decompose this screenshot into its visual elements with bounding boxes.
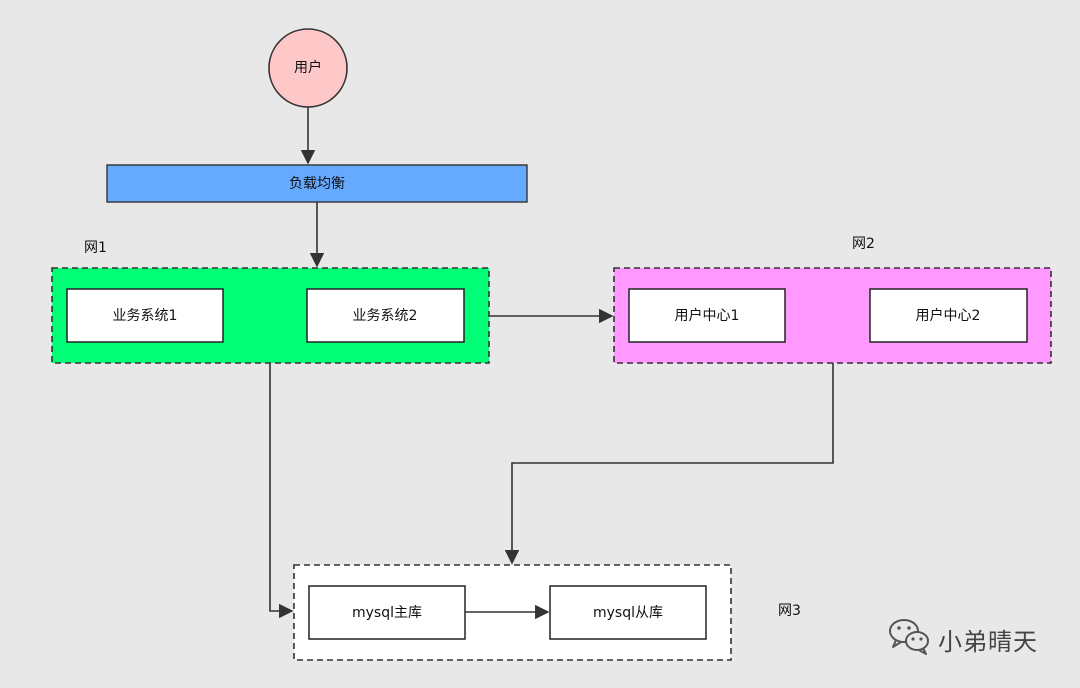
edge-net1-to-master [269,363,294,619]
business-system-2-box [306,288,465,343]
user-label: 用户 [294,59,322,76]
watermark-text: 小弟晴天 [938,628,1038,656]
user-center-2-box [869,288,1028,343]
business-system-2-label: 业务系统2 [353,308,418,324]
user-center-1-box [628,288,786,343]
user-center-2-label: 用户中心2 [916,307,981,324]
business-system-1-label: 业务系统1 [113,308,178,324]
user-center-1-label: 用户中心1 [675,307,740,324]
net1-label: 网1 [84,240,107,256]
business-system-1-box [66,288,224,343]
net3-label: 网3 [778,603,801,619]
mysql-slave-label: mysql从库 [593,605,663,621]
load-balancer-label: 负载均衡 [289,176,345,192]
net2-label: 网2 [852,236,875,252]
mysql-slave-box [549,585,707,640]
wechat-icon [889,619,929,655]
load-balancer-node [106,164,528,203]
mysql-master-box [308,585,466,640]
edge-net2-to-net3 [504,363,834,565]
mysql-master-label: mysql主库 [352,605,422,621]
